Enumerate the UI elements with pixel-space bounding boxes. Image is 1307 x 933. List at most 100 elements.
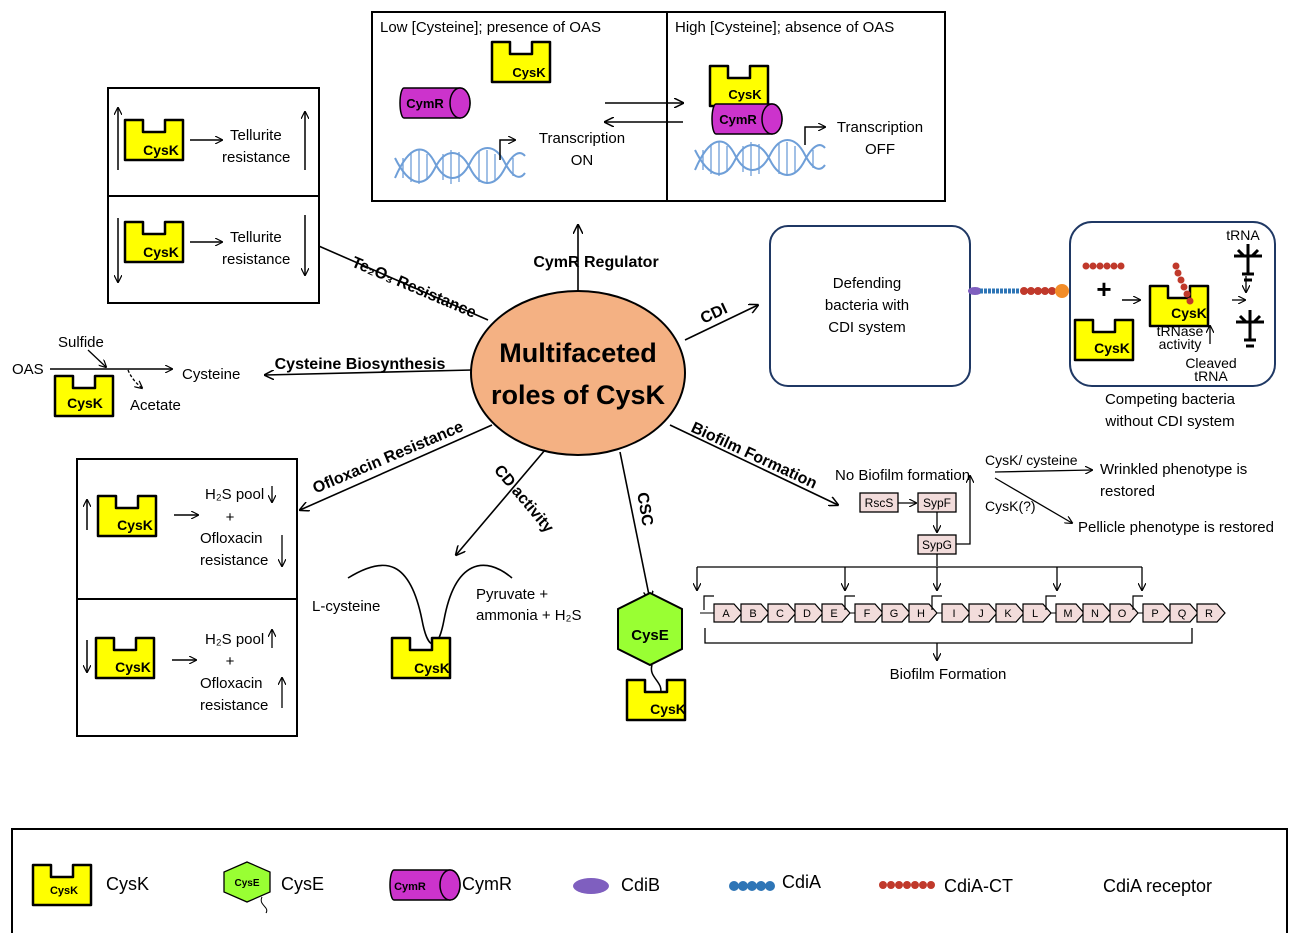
- svg-text:CysK: CysK: [50, 885, 78, 897]
- gene-label-j: J: [978, 608, 984, 620]
- svg-text:H₂S pool: H₂S pool: [205, 631, 264, 648]
- svg-text:activity: activity: [1159, 336, 1202, 352]
- label-te2o3: Te₂O₃ Resistance: [349, 254, 479, 322]
- svg-text:+: +: [226, 653, 235, 670]
- svg-text:resistance: resistance: [222, 251, 290, 268]
- svg-text:CymR: CymR: [719, 112, 757, 127]
- label-cd-activity: CD activity: [490, 462, 556, 536]
- label-csc: CSC: [633, 491, 656, 528]
- svg-text:bacteria with: bacteria with: [825, 297, 909, 314]
- svg-text:+: +: [226, 509, 235, 526]
- svg-text:OAS: OAS: [12, 361, 44, 378]
- gene-c: [767, 603, 797, 623]
- svg-text:Cleaved: Cleaved: [1185, 355, 1236, 371]
- svg-text:Acetate: Acetate: [130, 397, 181, 414]
- gene-n: [1082, 603, 1112, 623]
- gene-o: [1109, 603, 1139, 623]
- svg-text:CysK: CysK: [1171, 305, 1207, 321]
- svg-text:tRNA: tRNA: [1226, 227, 1260, 243]
- center-title-2: roles of CysK: [491, 380, 666, 410]
- gene-label-b: B: [749, 608, 756, 620]
- svg-text:CysK/ cysteine: CysK/ cysteine: [985, 452, 1078, 468]
- center-title-1: Multifaceted: [499, 338, 657, 368]
- cdib-shape: [968, 287, 982, 295]
- svg-text:Pyruvate +: Pyruvate +: [476, 586, 548, 603]
- svg-text:Tellurite: Tellurite: [230, 229, 282, 246]
- cymr-panel: [371, 11, 946, 202]
- svg-text:Sulfide: Sulfide: [58, 334, 104, 351]
- legend-cdiact: CdiA-CT: [944, 876, 1013, 896]
- svg-text:resistance: resistance: [222, 149, 290, 166]
- svg-text:without CDI system: without CDI system: [1104, 413, 1234, 430]
- legend-cdib: CdiB: [621, 875, 660, 895]
- csc-cyse: [617, 591, 683, 667]
- label-cymr-regulator: CymR Regulator: [533, 254, 658, 271]
- legend-cyse-icon: [223, 861, 271, 903]
- svg-text:L-cysteine: L-cysteine: [312, 598, 380, 615]
- cymr-left-title: Low [Cysteine]; presence of OAS: [380, 19, 601, 36]
- gene-label-l: L: [1032, 608, 1038, 620]
- promoter-arrow: [931, 595, 942, 610]
- gene-label-g: G: [890, 608, 899, 620]
- gene-f: [854, 603, 884, 623]
- legend-cysk: CysK: [106, 874, 149, 894]
- svg-text:CysK: CysK: [117, 517, 153, 533]
- spoke-cd: [456, 449, 546, 555]
- svg-text:tRNase: tRNase: [1157, 323, 1204, 339]
- gene-a: [713, 603, 743, 623]
- svg-text:CysK(?): CysK(?): [985, 498, 1036, 514]
- gene-d: [794, 603, 824, 623]
- cdi-receptor: [1055, 284, 1069, 298]
- svg-text:Ofloxacin: Ofloxacin: [200, 675, 263, 692]
- svg-text:CysK: CysK: [414, 660, 450, 676]
- legend-cdiact-icon: [879, 881, 935, 889]
- spoke-ofloxacin: [300, 424, 493, 510]
- gene-label-h: H: [917, 608, 925, 620]
- spoke-te2o3: [305, 240, 489, 321]
- gene-label-r: R: [1205, 608, 1213, 620]
- label-biofilm: Biofilm Formation: [688, 419, 819, 492]
- spoke-biofilm: [669, 424, 838, 505]
- gene-label-k: K: [1004, 608, 1012, 620]
- gene-label-p: P: [1151, 608, 1158, 620]
- promoter-arrow: [1132, 595, 1143, 610]
- svg-text:Cysteine: Cysteine: [182, 366, 240, 383]
- gene-label-f: F: [864, 608, 871, 620]
- svg-text:CysK: CysK: [512, 65, 546, 80]
- promoter-arrow: [703, 595, 714, 610]
- gene-k: [995, 603, 1025, 623]
- svg-text:RscS: RscS: [865, 496, 894, 510]
- svg-text:CysK: CysK: [728, 87, 762, 102]
- gene-b: [740, 603, 770, 623]
- gene-label-c: C: [776, 608, 784, 620]
- svg-text:ON: ON: [571, 152, 594, 169]
- svg-text:Pellicle phenotype is restored: Pellicle phenotype is restored: [1078, 519, 1274, 536]
- center-ellipse: [470, 290, 686, 456]
- svg-text:Transcription: Transcription: [837, 119, 923, 136]
- svg-text:H₂S pool: H₂S pool: [205, 486, 264, 503]
- svg-text:CysK: CysK: [650, 701, 686, 717]
- gene-label-q: Q: [1178, 608, 1187, 620]
- svg-text:Tellurite: Tellurite: [230, 127, 282, 144]
- gene-label-e: E: [830, 608, 837, 620]
- svg-text:Transcription: Transcription: [539, 130, 625, 147]
- gene-m: [1055, 603, 1085, 623]
- gene-label-a: A: [722, 608, 730, 620]
- svg-text:+: +: [1096, 274, 1111, 304]
- svg-text:resistance: resistance: [200, 697, 268, 714]
- defending-bacteria: [769, 225, 971, 387]
- label-cysteine-biosynthesis: Cysteine Biosynthesis: [275, 356, 446, 373]
- svg-text:CDI system: CDI system: [828, 319, 906, 336]
- legend-cymr: CymR: [462, 874, 512, 894]
- svg-text:CymR: CymR: [394, 881, 426, 893]
- svg-text:OFF: OFF: [865, 141, 895, 158]
- gene-label-i: I: [952, 608, 955, 620]
- gene-label-o: O: [1118, 608, 1127, 620]
- gene-label-d: D: [803, 608, 811, 620]
- svg-text:Ofloxacin: Ofloxacin: [200, 530, 263, 547]
- gene-g: [881, 603, 911, 623]
- spoke-csc: [619, 451, 650, 600]
- svg-text:CymR: CymR: [406, 96, 444, 111]
- legend-cdia: CdiA: [782, 872, 821, 892]
